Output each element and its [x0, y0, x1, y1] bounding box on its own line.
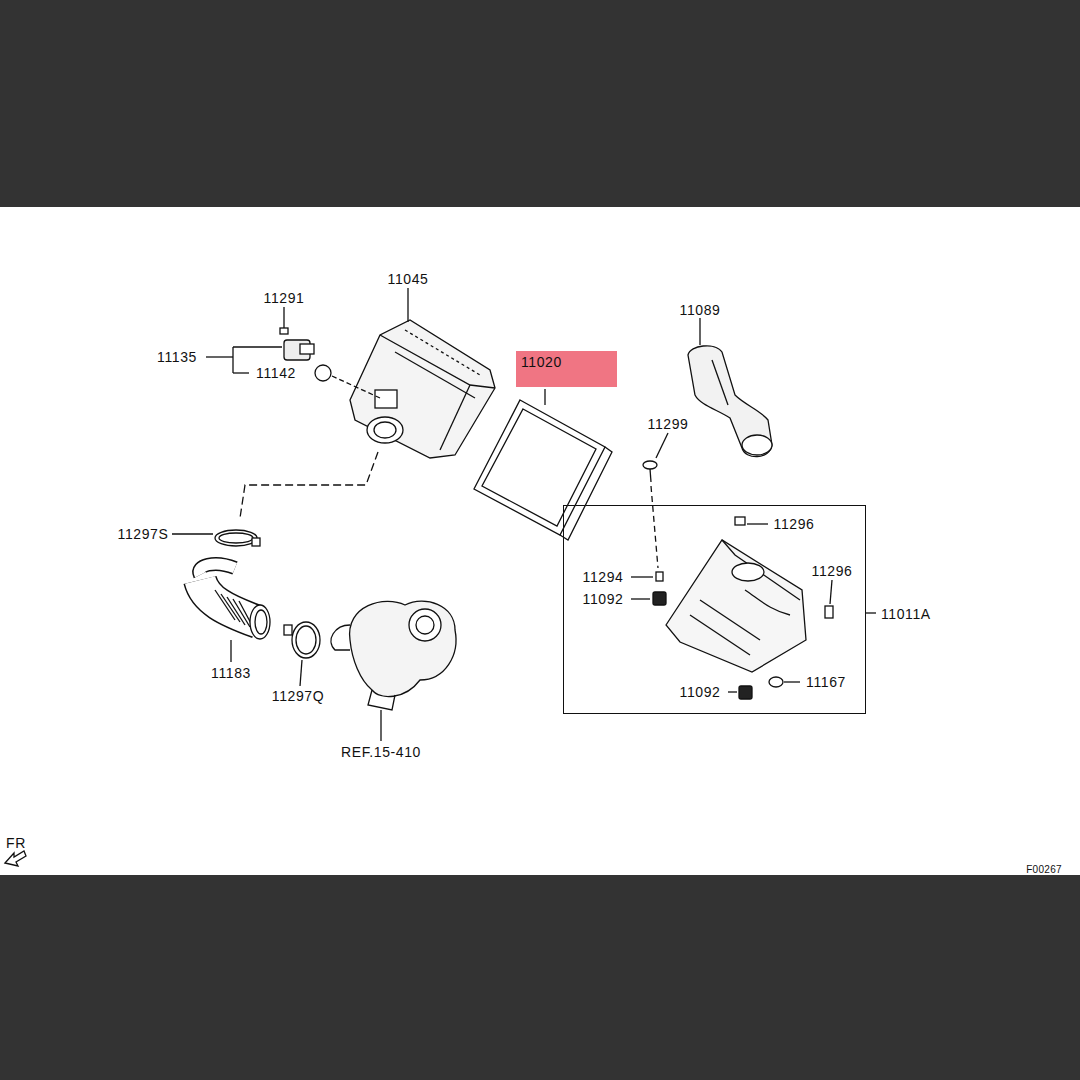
reference-number: REF.15-410 — [341, 745, 421, 759]
callout-number: 11296 — [774, 517, 815, 531]
bottom-band — [0, 875, 1080, 1080]
callout-number: 11089 — [680, 303, 721, 317]
callout-number: 11092 — [583, 592, 624, 606]
top-band — [0, 0, 1080, 207]
callout-number: 11291 — [264, 291, 305, 305]
callout-number: 11135 — [157, 350, 197, 364]
highlight-box: 11020 — [516, 351, 617, 387]
callout-number: 11294 — [583, 570, 624, 584]
part-number: 11020 — [521, 355, 562, 369]
callout-number: 11045 — [388, 272, 429, 286]
callout-number: 11297S — [118, 527, 169, 541]
callout-number: 11183 — [211, 666, 251, 680]
callout-number: 11142 — [256, 366, 296, 380]
callout-number: 11167 — [806, 675, 846, 689]
callout-number: 11299 — [648, 417, 689, 431]
direction-mark: FR — [6, 836, 26, 850]
callout-number: 11296 — [812, 564, 853, 578]
callout-number: 11297Q — [272, 689, 324, 703]
figure-code: F00267 — [1026, 865, 1062, 875]
assembly-number: 11011A — [881, 607, 931, 621]
callout-number: 11092 — [680, 685, 721, 699]
